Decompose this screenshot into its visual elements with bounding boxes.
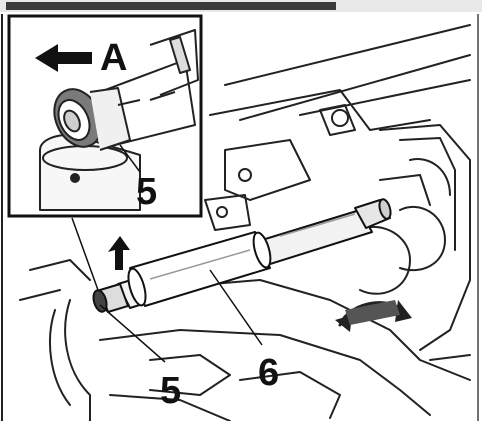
cropped-header-text <box>6 2 336 10</box>
lift-arrow-icon <box>108 236 130 270</box>
callout-part-6: 6 <box>258 352 279 394</box>
leader-lines <box>71 217 263 363</box>
inset-part-5-label: 5 <box>136 171 157 213</box>
engine-bay-linework <box>19 24 471 421</box>
inset-leader-line <box>119 144 141 173</box>
inset-arrow-label: A <box>100 37 127 79</box>
part-6-shaft <box>92 198 392 313</box>
detail-inset: A 5 <box>7 14 203 218</box>
callout-part-5: 5 <box>160 370 181 412</box>
direction-arrow-icon <box>35 44 92 72</box>
